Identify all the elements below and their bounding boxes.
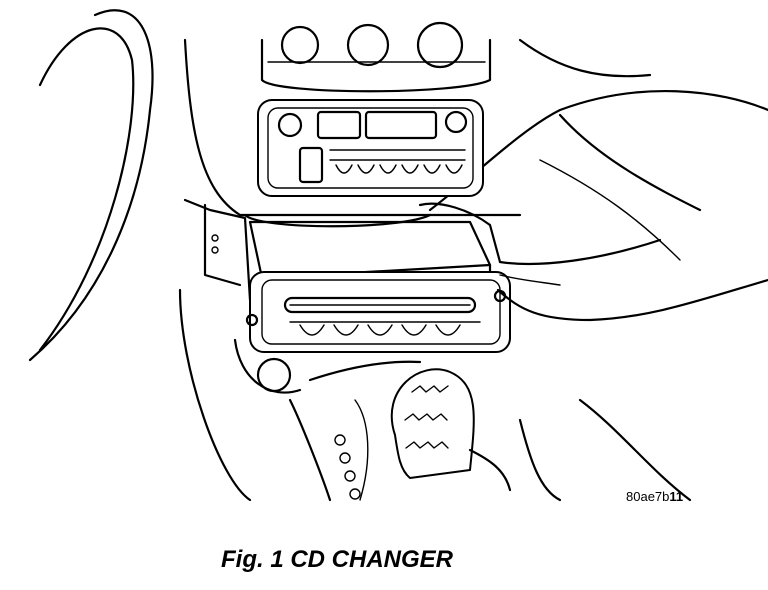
cd-changer-unit: [245, 220, 511, 353]
hand: [418, 202, 768, 322]
radio-head-unit: [257, 99, 484, 197]
mounting-bracket: [183, 198, 252, 302]
lower-console: [178, 288, 692, 502]
hvac-knobs: [260, 21, 492, 93]
figure-code: 80ae7b11: [626, 489, 684, 504]
steering-wheel: [28, 9, 154, 362]
gear-shift-knob: [334, 368, 512, 501]
figure-caption: Fig. 1 CD CHANGER: [221, 546, 454, 573]
